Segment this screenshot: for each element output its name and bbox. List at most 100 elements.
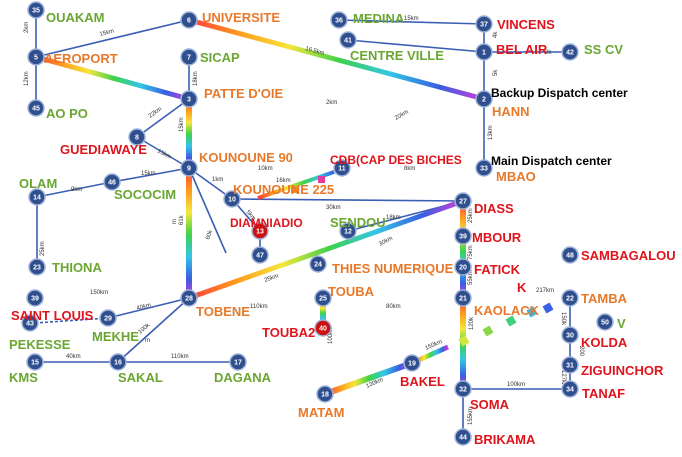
- node-circle[interactable]: [103, 173, 121, 191]
- node-22[interactable]: 22: [561, 289, 579, 307]
- node-42[interactable]: 42: [561, 43, 579, 61]
- node-45[interactable]: 45: [27, 99, 45, 117]
- node-27[interactable]: 27: [454, 192, 472, 210]
- node-31[interactable]: 31: [561, 356, 579, 374]
- node-circle[interactable]: [316, 385, 334, 403]
- node-circle[interactable]: [109, 353, 127, 371]
- node-circle[interactable]: [596, 313, 614, 331]
- node-46[interactable]: 46: [103, 173, 121, 191]
- node-circle[interactable]: [99, 309, 117, 327]
- node-12[interactable]: 12: [339, 222, 357, 240]
- node-circle[interactable]: [561, 246, 579, 264]
- node-circle[interactable]: [229, 353, 247, 371]
- node-16[interactable]: 16: [109, 353, 127, 371]
- node-circle[interactable]: [28, 258, 46, 276]
- node-circle[interactable]: [180, 11, 198, 29]
- node-circle[interactable]: [454, 289, 472, 307]
- node-32[interactable]: 32: [454, 380, 472, 398]
- label-cdb: CDB(CAP DES BICHES: [330, 153, 462, 167]
- node-34[interactable]: 34: [561, 380, 579, 398]
- node-circle[interactable]: [251, 246, 269, 264]
- node-11[interactable]: 11: [333, 159, 351, 177]
- node-40[interactable]: 40: [314, 319, 332, 337]
- node-10[interactable]: 10: [223, 190, 241, 208]
- node-43[interactable]: 43: [21, 314, 39, 332]
- node-circle[interactable]: [339, 31, 357, 49]
- node-48[interactable]: 48: [561, 246, 579, 264]
- node-29[interactable]: 29: [99, 309, 117, 327]
- node-50[interactable]: 50: [596, 313, 614, 331]
- node-39[interactable]: 39: [454, 227, 472, 245]
- node-circle[interactable]: [27, 1, 45, 19]
- node-2[interactable]: 2: [475, 90, 493, 108]
- node-14[interactable]: 14: [28, 188, 46, 206]
- node-circle[interactable]: [180, 48, 198, 66]
- dist-10-27: 30km: [326, 205, 341, 211]
- node-circle[interactable]: [28, 188, 46, 206]
- node-17[interactable]: 17: [229, 353, 247, 371]
- node-circle[interactable]: [454, 380, 472, 398]
- node-circle[interactable]: [180, 159, 198, 177]
- node-circle[interactable]: [561, 380, 579, 398]
- node-20[interactable]: 20: [454, 258, 472, 276]
- node-circle[interactable]: [251, 222, 269, 240]
- node-24[interactable]: 24: [309, 255, 327, 273]
- node-8[interactable]: 8: [128, 128, 146, 146]
- node-circle[interactable]: [180, 289, 198, 307]
- node-18[interactable]: 18: [316, 385, 334, 403]
- node-circle[interactable]: [475, 43, 493, 61]
- node-37[interactable]: 37: [475, 15, 493, 33]
- node-15[interactable]: 15: [26, 353, 44, 371]
- node-circle[interactable]: [180, 90, 198, 108]
- node-circle[interactable]: [475, 159, 493, 177]
- node-id-label: 28: [185, 296, 193, 303]
- node-circle[interactable]: [561, 326, 579, 344]
- node-circle[interactable]: [314, 319, 332, 337]
- dist-21-22: 217km: [536, 288, 554, 294]
- node-33[interactable]: 33: [475, 159, 493, 177]
- node-circle[interactable]: [223, 190, 241, 208]
- node-circle[interactable]: [26, 353, 44, 371]
- node-circle[interactable]: [561, 289, 579, 307]
- node-circle[interactable]: [128, 128, 146, 146]
- node-circle[interactable]: [27, 99, 45, 117]
- node-id-label: 46: [108, 180, 116, 187]
- node-circle[interactable]: [309, 255, 327, 273]
- label-ziguinchor: ZIGUINCHOR: [581, 363, 664, 378]
- node-circle[interactable]: [314, 289, 332, 307]
- node-circle[interactable]: [454, 258, 472, 276]
- node-39b[interactable]: 39: [26, 289, 44, 307]
- node-28[interactable]: 28: [180, 289, 198, 307]
- node-circle[interactable]: [475, 90, 493, 108]
- node-44[interactable]: 44: [454, 428, 472, 446]
- node-21[interactable]: 21: [454, 289, 472, 307]
- node-circle[interactable]: [339, 222, 357, 240]
- node-19[interactable]: 19: [403, 354, 421, 372]
- node-23[interactable]: 23: [28, 258, 46, 276]
- node-circle[interactable]: [26, 289, 44, 307]
- node-circle[interactable]: [27, 48, 45, 66]
- node-3[interactable]: 3: [180, 90, 198, 108]
- node-25[interactable]: 25: [314, 289, 332, 307]
- node-47[interactable]: 47: [251, 246, 269, 264]
- node-circle[interactable]: [561, 356, 579, 374]
- node-circle[interactable]: [475, 15, 493, 33]
- node-13[interactable]: 13: [251, 222, 269, 240]
- node-circle[interactable]: [403, 354, 421, 372]
- node-circle[interactable]: [330, 11, 348, 29]
- node-30[interactable]: 30: [561, 326, 579, 344]
- node-6[interactable]: 6: [180, 11, 198, 29]
- node-9[interactable]: 9: [180, 159, 198, 177]
- node-5[interactable]: 5: [27, 48, 45, 66]
- node-36[interactable]: 36: [330, 11, 348, 29]
- node-7[interactable]: 7: [180, 48, 198, 66]
- node-35[interactable]: 35: [27, 1, 45, 19]
- node-circle[interactable]: [561, 43, 579, 61]
- node-circle[interactable]: [333, 159, 351, 177]
- node-circle[interactable]: [21, 314, 39, 332]
- node-1[interactable]: 1: [475, 43, 493, 61]
- node-circle[interactable]: [454, 192, 472, 210]
- node-41[interactable]: 41: [339, 31, 357, 49]
- node-circle[interactable]: [454, 428, 472, 446]
- node-circle[interactable]: [454, 227, 472, 245]
